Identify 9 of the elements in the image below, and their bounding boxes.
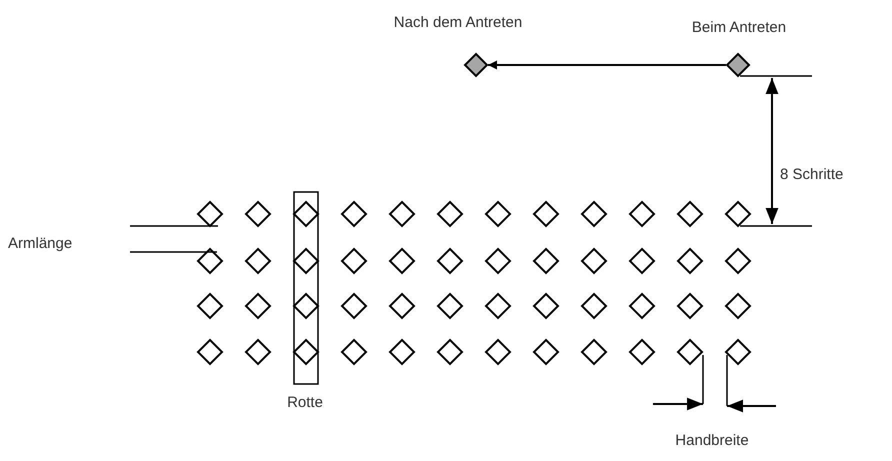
dimension-label: Rotte bbox=[287, 393, 323, 413]
position-marker bbox=[726, 53, 750, 77]
dimension-label: Armlänge bbox=[8, 234, 72, 254]
dimension-label: Handbreite bbox=[675, 431, 749, 451]
dimension-label: 8 Schritte bbox=[780, 165, 844, 185]
arrow bbox=[488, 60, 726, 70]
position-label: Beim Antreten bbox=[692, 18, 786, 38]
position-marker bbox=[464, 53, 488, 77]
position-label: Nach dem Antreten bbox=[394, 13, 522, 33]
